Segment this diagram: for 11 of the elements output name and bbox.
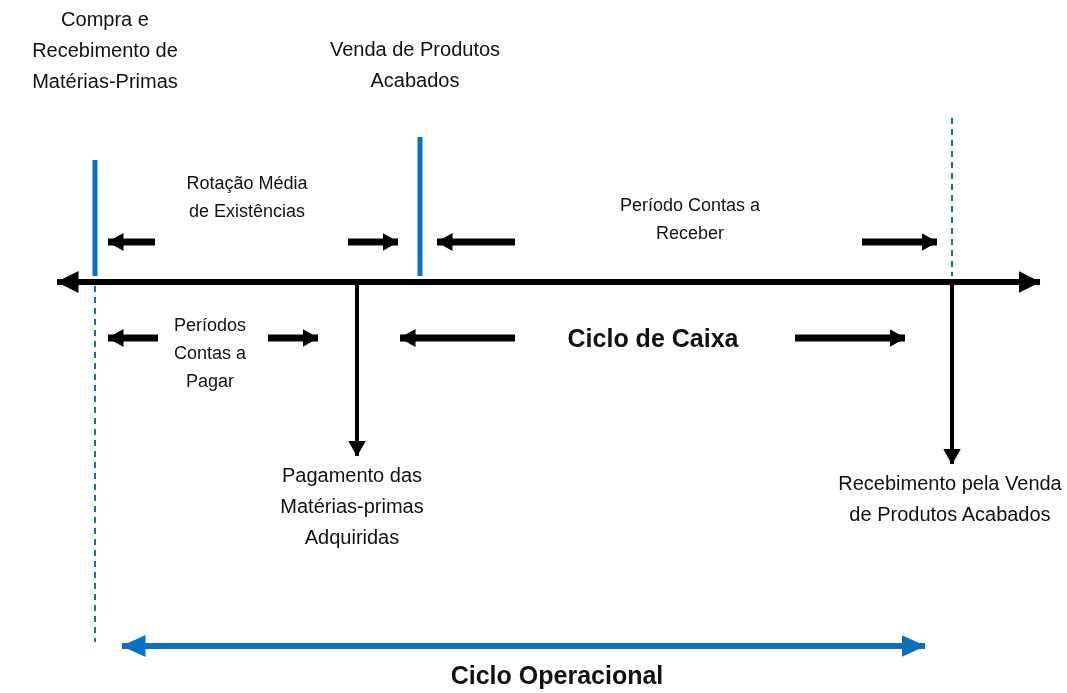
event-label: Pagamento das Matérias-primas Adquiridas [252, 460, 452, 553]
event-label: Compra e Recebimento de Matérias-Primas [31, 7, 179, 94]
event-label: Recebimento pela Venda de Produtos Acabados [835, 468, 1065, 530]
cycle-label: Ciclo Operacional [449, 660, 665, 691]
cycle-label: Ciclo de Caixa [566, 323, 740, 354]
period-label: Período Contas a Receber [618, 194, 762, 245]
period-label: Rotação Média de Existências [185, 172, 309, 223]
period-label: Períodos Contas a Pagar [172, 314, 247, 393]
arrow [348, 285, 366, 457]
event-label: Venda de Produtos Acabados [328, 37, 502, 93]
arrow [943, 285, 961, 465]
